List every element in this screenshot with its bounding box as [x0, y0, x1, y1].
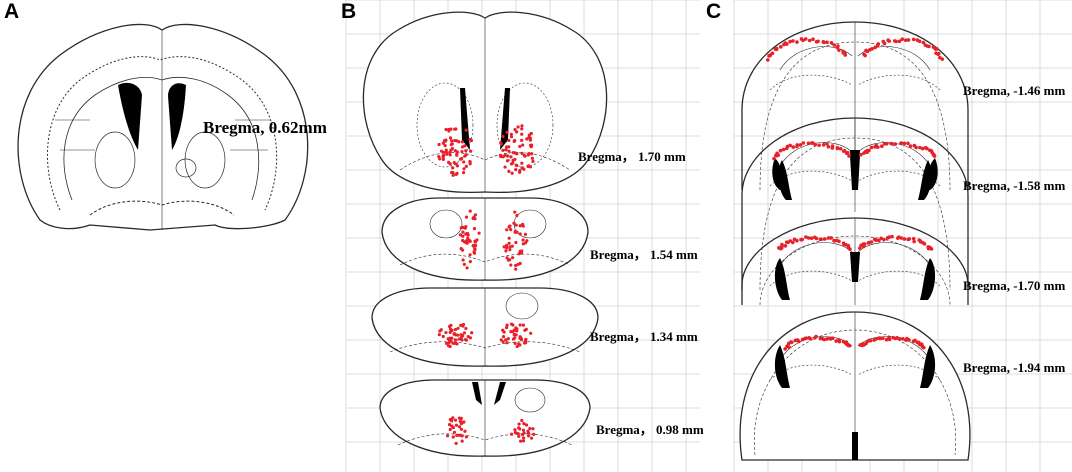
- ventral-b3: [389, 341, 581, 353]
- ventricle-right-b1: [500, 88, 510, 150]
- aca-b4: [514, 387, 546, 413]
- bregma-label-b3: Bregma， 1.34 mm: [590, 329, 698, 344]
- bregma-label-c1: Bregma, -1.46 mm: [963, 83, 1066, 98]
- markers-right-b3: [499, 322, 533, 349]
- section-a: [17, 23, 309, 231]
- ventricle-left-c4: [774, 345, 790, 388]
- striatum-right-b1: [496, 82, 554, 168]
- aqueduct-c4: [852, 432, 858, 460]
- panel-letter-a: A: [4, 0, 20, 23]
- thalamus-c1: [769, 74, 941, 91]
- bregma-label-c4: Bregma, -1.94 mm: [963, 360, 1066, 375]
- bregma-label-c2: Bregma, -1.58 mm: [963, 178, 1066, 193]
- ventricle-right-c4: [920, 345, 936, 388]
- third-ventricle-c3: [850, 252, 860, 282]
- hippo-left-c1: [779, 46, 853, 71]
- third-ventricle-c2: [850, 155, 860, 190]
- outline-a: [17, 23, 309, 231]
- markers-right-b2: [502, 210, 529, 271]
- ventricle-left-c2: [778, 160, 792, 200]
- ventral-b2: [399, 253, 571, 266]
- ventricle-left-a: [118, 82, 142, 150]
- ventricle-left-c3: [774, 258, 790, 300]
- striatum-right-a: [184, 131, 226, 189]
- markers-right-b1: [498, 124, 535, 175]
- aca-left-b2: [429, 209, 463, 239]
- panel-letter-b: B: [341, 0, 357, 23]
- cortex-c4: [753, 329, 957, 456]
- cortex-c3: [759, 235, 951, 306]
- hippo-right-c1: [857, 46, 931, 71]
- ca1-right-c4: [858, 335, 926, 350]
- bregma-label-b2: Bregma， 1.54 mm: [590, 247, 698, 262]
- hippo-left-c3: [779, 242, 853, 267]
- ventricle-right-a: [168, 83, 186, 150]
- bregma-label-b4: Bregma， 0.98 mm: [596, 422, 704, 437]
- markers-right-b4: [509, 418, 536, 443]
- ca1-left-c3: [777, 235, 852, 251]
- markers-left-b4: [445, 416, 468, 445]
- ca1-right-c2: [858, 141, 937, 158]
- corpus-callosum-a: [63, 77, 260, 201]
- ventricle-left-b1: [460, 88, 470, 150]
- bregma-label-b1: Bregma， 1.70 mm: [578, 149, 686, 164]
- markers-left-b2: [458, 209, 481, 270]
- bregma-label-a: Bregma, 0.62mm: [203, 118, 327, 137]
- cortex-c2: [759, 137, 951, 291]
- aca-a: [175, 158, 197, 178]
- ventral-a: [89, 200, 235, 216]
- section-b-details: [389, 18, 581, 456]
- panel-letter-c: C: [706, 0, 722, 23]
- ventricle-left-b4: [472, 382, 482, 405]
- ca1-right-c3: [858, 234, 934, 251]
- region-lines-a: [55, 119, 270, 151]
- striatum-left-a: [94, 131, 136, 189]
- striatum-left-b1: [416, 82, 474, 168]
- ca1-left-c1: [766, 37, 848, 62]
- markers-left-b3: [437, 322, 474, 349]
- bregma-label-c3: Bregma, -1.70 mm: [963, 278, 1066, 293]
- ca1-left-c4: [783, 334, 852, 351]
- markers-left-b1: [437, 127, 474, 177]
- ca1-left-c2: [772, 141, 851, 161]
- ventricle-right-c2: [918, 160, 932, 200]
- aca-b3: [505, 292, 539, 320]
- ca1-right-c1: [862, 37, 945, 61]
- ventricle-right-b4: [494, 382, 506, 405]
- ventricle-right-c3: [920, 258, 936, 300]
